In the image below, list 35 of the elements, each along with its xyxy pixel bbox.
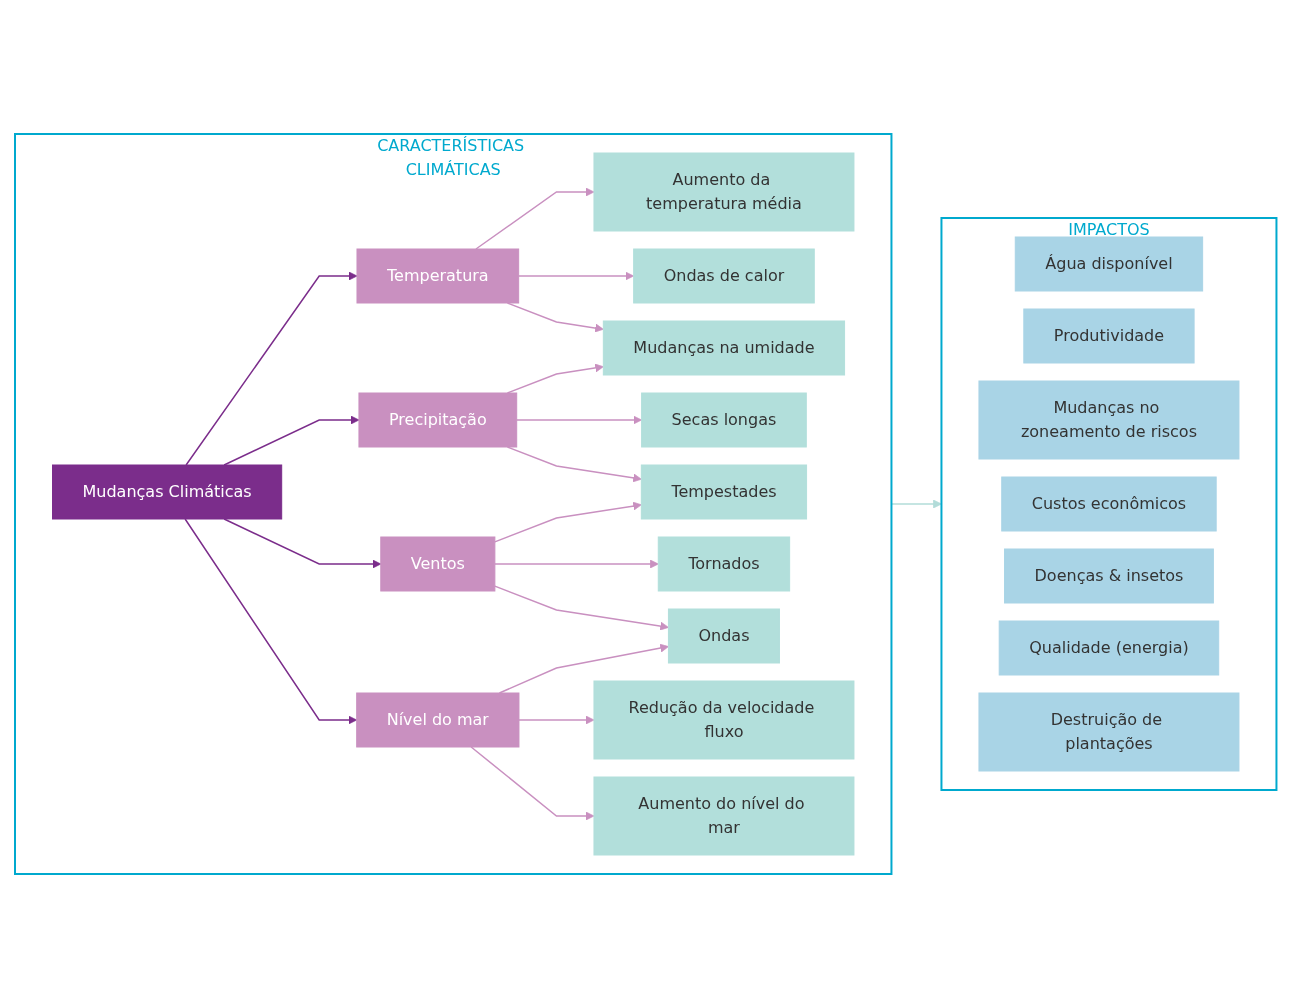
node-box: Mudanças Climáticas	[51, 464, 282, 520]
node-box: Mudanças na umidade	[602, 320, 845, 376]
node-box: Nível do mar	[355, 692, 520, 748]
node-box: Ondas	[667, 608, 780, 664]
arrow	[223, 415, 360, 466]
node-box: Temperatura	[356, 248, 519, 304]
arrow	[185, 271, 358, 466]
arrow	[223, 518, 381, 569]
node-box: Secas longas	[640, 392, 807, 448]
node-box: Mudanças no zoneamento de riscos	[978, 380, 1240, 460]
arrow	[498, 643, 669, 694]
arrow	[493, 585, 669, 631]
node-box: Água disponível	[1014, 236, 1203, 292]
node-box: Ventos	[380, 536, 496, 592]
arrow	[493, 501, 642, 543]
arrow	[493, 559, 659, 569]
arrow	[506, 363, 604, 394]
arrow	[517, 271, 634, 281]
arrow	[515, 415, 642, 425]
node-box: Ondas de calor	[632, 248, 815, 304]
arrow	[470, 746, 595, 821]
node-box: Tempestades	[640, 464, 807, 520]
node-box: Redução da velocidade fluxo	[593, 680, 855, 760]
node-box: Aumento do nível do mar	[593, 776, 855, 856]
node-box: Custos econômicos	[1001, 476, 1217, 532]
node-box: Aumento da temperatura média	[593, 152, 855, 232]
node-box: Qualidade (energia)	[998, 620, 1219, 676]
arrow	[184, 518, 357, 725]
node-box: Produtividade	[1023, 308, 1195, 364]
arrow	[517, 715, 595, 725]
node-box: Destruição de plantações	[978, 692, 1240, 772]
node-box: Precipitação	[358, 392, 517, 448]
arrow	[474, 187, 595, 250]
node-box: Doenças & insetos	[1003, 548, 1214, 604]
node-box: Tornados	[657, 536, 790, 592]
